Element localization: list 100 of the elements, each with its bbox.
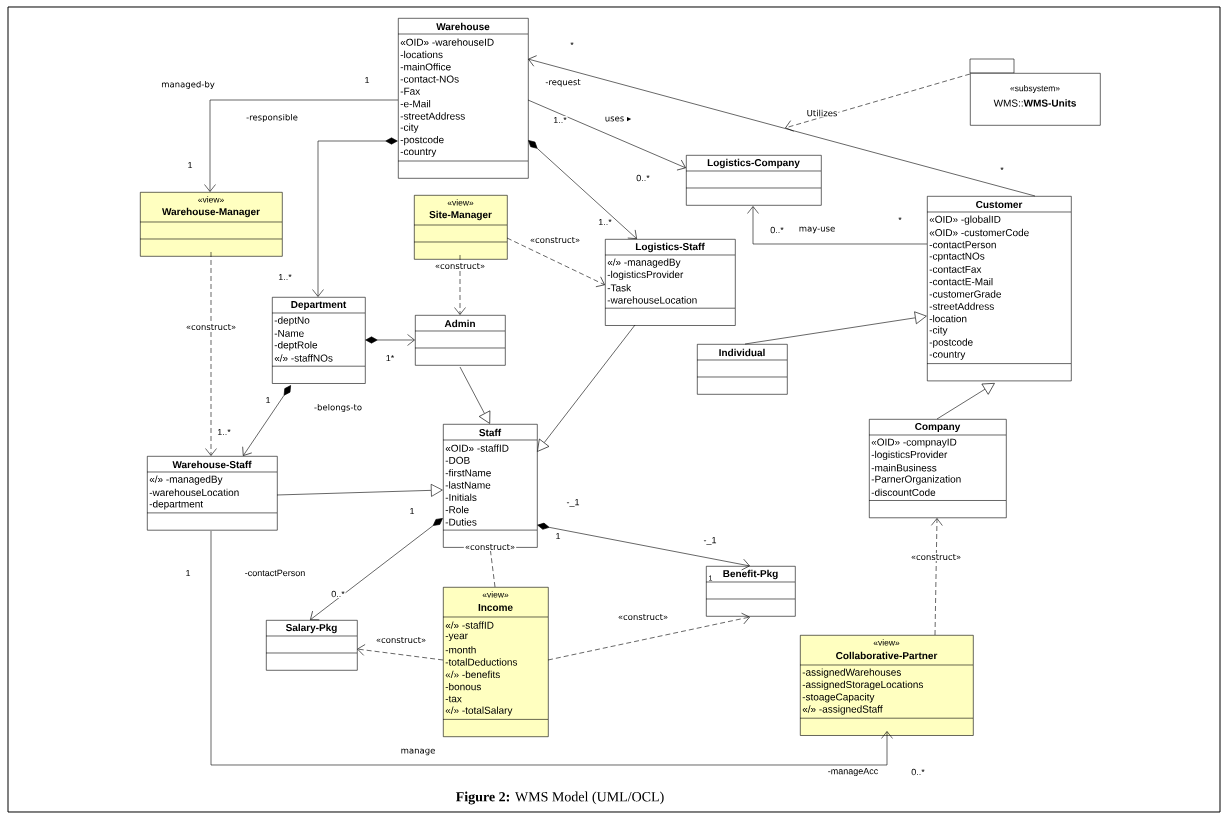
attribute-text: -mainBusiness — [871, 464, 937, 472]
multiplicity-label: 1 — [363, 76, 371, 84]
class-name: Warehouse-Staff — [172, 460, 252, 469]
class-box — [442, 587, 549, 737]
class-box — [799, 635, 974, 736]
attribute-text: -mainOffice — [400, 63, 451, 71]
attribute-text: -contactE-Mail — [929, 277, 993, 286]
edge-label: «construct» — [528, 235, 582, 245]
multiplicity-label: * — [897, 216, 903, 224]
multiplicity-label: * — [569, 41, 575, 49]
class-name: Logistics-Company — [707, 158, 800, 169]
multiplicity-label: * — [999, 166, 1005, 174]
multiplicity-label: 1..* — [552, 116, 568, 124]
attribute-text: -Initials — [445, 493, 477, 501]
edge-label: «construct» — [616, 612, 670, 622]
attribute-text: -contactPerson — [929, 241, 996, 249]
class-name: Staff — [479, 428, 502, 437]
attribute-text: «OID» -globalID — [929, 215, 1001, 225]
attribute-text: -Task — [607, 284, 632, 292]
multiplicity-label: 0..* — [910, 768, 926, 776]
attribute-text: -country — [929, 351, 966, 360]
role-label: -contactPerson — [243, 569, 307, 577]
dependency-arrow — [785, 73, 971, 132]
multiplicity-label: 1* — [384, 354, 396, 362]
association-arrow — [537, 522, 750, 571]
attribute-text: -ParnerOrganization — [871, 475, 961, 485]
attribute-text: -Name — [274, 329, 304, 337]
attribute-text: «/» -totalSalary — [445, 706, 513, 716]
class-name: Logistics-Staff — [635, 242, 705, 253]
attribute-text: «OID» -customerCode — [929, 228, 1029, 237]
class-box — [685, 155, 822, 206]
attribute-text: -warehouseLocation — [149, 488, 239, 497]
attribute-text: -deptRole — [274, 341, 318, 351]
package-text: «subsystem» — [1010, 85, 1060, 93]
class-box — [265, 620, 358, 671]
stereotype-label: «view» — [447, 199, 474, 206]
attribute-text: -cpntactNOs — [929, 252, 985, 262]
attribute-text: «OID» -staffID — [445, 444, 509, 452]
attribute-text: -customerGrade — [929, 290, 1001, 298]
multiplicity-label: 1 — [554, 532, 562, 540]
attribute-text: -DOB — [445, 456, 470, 464]
multiplicity-label: -_1 — [565, 498, 581, 508]
attribute-text: -logisticsProvider — [871, 450, 948, 461]
class-box — [413, 195, 508, 260]
attribute-text: -postcode — [929, 338, 973, 348]
attribute-text: «/» -managedBy — [149, 475, 223, 485]
stereotype-label: «view» — [482, 591, 509, 598]
edge-label: «construct» — [463, 542, 517, 552]
attribute-text: -totalDeductions — [445, 658, 518, 666]
attribute-text: -deptNo — [274, 316, 310, 326]
association-arrow — [210, 530, 893, 766]
association-arrow — [242, 385, 291, 456]
attribute-text: -locations — [400, 50, 443, 59]
edge-label: manage — [399, 747, 437, 757]
class-box — [705, 566, 796, 617]
class-box — [926, 196, 1072, 382]
class-box — [696, 344, 788, 395]
attribute-text: -contactFax — [929, 265, 982, 273]
attribute-text: -assignedStorageLocations — [802, 680, 923, 691]
attribute-text: -e-Mail — [400, 100, 431, 108]
attribute-text: -logisticsProvider — [607, 270, 684, 281]
attribute-text: -streetAddress — [400, 112, 465, 120]
class-name: Admin — [444, 319, 475, 328]
generalization-arrow — [744, 311, 927, 345]
class-box — [442, 424, 538, 548]
class-name: Individual — [719, 348, 765, 357]
dependency-arrow — [205, 251, 217, 456]
generalization-arrow — [459, 366, 491, 424]
generalization-arrow — [936, 383, 995, 420]
class-box — [868, 419, 1007, 519]
multiplicity-label: 1..* — [216, 428, 232, 436]
association-arrow — [528, 140, 637, 239]
class-box — [397, 18, 529, 179]
edge-label: «construct» — [433, 261, 487, 271]
edge-label: «construct» — [909, 552, 963, 562]
attribute-text: -city — [400, 123, 419, 133]
figure-caption: Figure 2: WMS Model (UML/OCL) — [455, 791, 664, 805]
attribute-text: -month — [445, 646, 476, 654]
class-name: Department — [291, 301, 347, 310]
class-name: Customer — [976, 200, 1023, 209]
multiplicity-label: -_1 — [702, 536, 718, 546]
edge-label: may-use — [797, 225, 837, 235]
attribute-text: -country — [400, 148, 437, 158]
multiplicity-label: 1 — [264, 396, 272, 404]
edge-label: managed-by — [160, 79, 216, 91]
attribute-text: -Fax — [400, 87, 421, 95]
association-arrow — [204, 99, 399, 192]
class-box — [271, 297, 366, 384]
class-box — [146, 456, 278, 531]
association-arrow — [527, 99, 686, 171]
attribute-text: «/» -benefits — [445, 670, 500, 679]
class-name: Income — [478, 604, 513, 611]
class-box — [414, 315, 506, 366]
association-arrow — [312, 137, 398, 297]
multiplicity-label: 0..* — [769, 226, 785, 234]
attribute-text: «/» -managedBy — [607, 258, 681, 268]
attribute-text: -Duties — [445, 518, 477, 526]
dependency-arrow — [357, 644, 444, 661]
association-arrow — [747, 206, 928, 245]
dependency-arrow — [506, 237, 605, 288]
